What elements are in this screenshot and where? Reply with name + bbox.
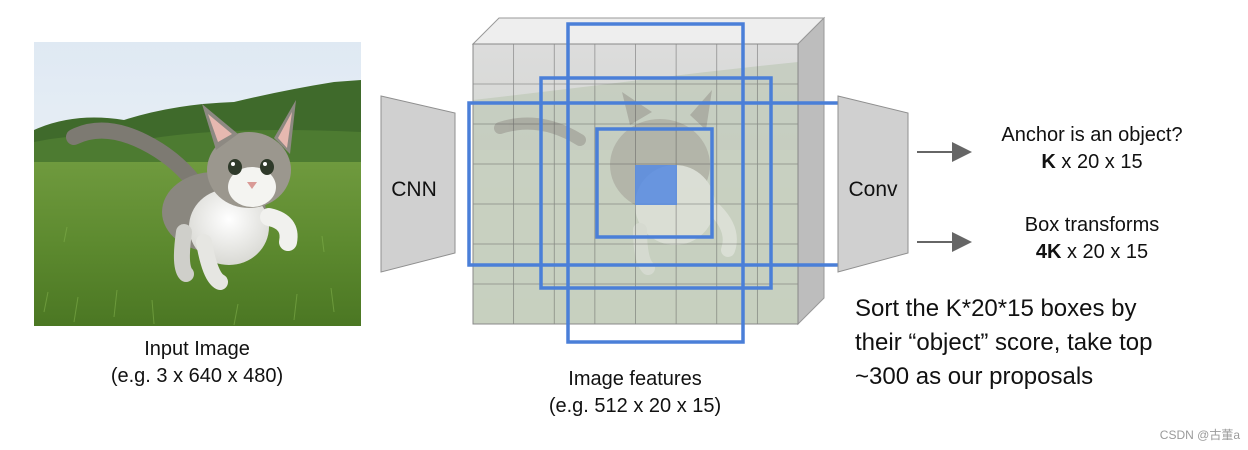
anchor-box-tall <box>566 22 745 344</box>
box-transforms-shape-rest: x 20 x 15 <box>1061 241 1149 263</box>
features-caption: Image features (e.g. 512 x 20 x 15) <box>510 366 760 420</box>
objectness-shape-bold: K <box>1041 151 1056 173</box>
sort-line2: their “object” score, take top <box>855 329 1153 356</box>
input-image-caption: Input Image (e.g. 3 x 640 x 480) <box>92 336 302 390</box>
box-transforms-output: Box transforms 4K x 20 x 15 <box>972 212 1212 266</box>
features-caption-line2: (e.g. 512 x 20 x 15) <box>548 395 722 417</box>
conv-trapezoid <box>837 95 909 273</box>
anchor-box-small <box>595 127 714 239</box>
sort-proposals-text: Sort the K*20*15 boxes by their “object”… <box>855 292 1215 394</box>
anchor-center-cell <box>635 165 677 205</box>
cnn-label: CNN <box>391 178 437 201</box>
cnn-trapezoid <box>380 95 456 273</box>
input-image-kitten <box>34 42 361 326</box>
feature-grid <box>473 44 798 324</box>
watermark: CSDN @古董a <box>1159 428 1240 442</box>
objectness-output: Anchor is an object? K x 20 x 15 <box>972 122 1212 176</box>
anchor-box-square <box>539 76 773 290</box>
feature-volume-side <box>797 16 825 326</box>
box-transforms-shape: 4K x 20 x 15 <box>972 239 1212 266</box>
input-caption-line1: Input Image <box>144 338 250 360</box>
input-caption-line2: (e.g. 3 x 640 x 480) <box>110 365 284 387</box>
box-transforms-title: Box transforms <box>1024 214 1160 236</box>
sort-line3: ~300 as our proposals <box>855 363 1094 390</box>
objectness-title: Anchor is an object? <box>1001 124 1183 146</box>
objectness-shape-rest: x 20 x 15 <box>1055 151 1143 173</box>
objectness-shape: K x 20 x 15 <box>972 149 1212 176</box>
sort-line1: Sort the K*20*15 boxes by <box>855 295 1137 322</box>
features-caption-line1: Image features <box>568 368 702 390</box>
box-transforms-shape-bold: 4K <box>1035 241 1062 263</box>
feature-volume-top <box>471 17 826 45</box>
conv-label: Conv <box>848 178 898 201</box>
